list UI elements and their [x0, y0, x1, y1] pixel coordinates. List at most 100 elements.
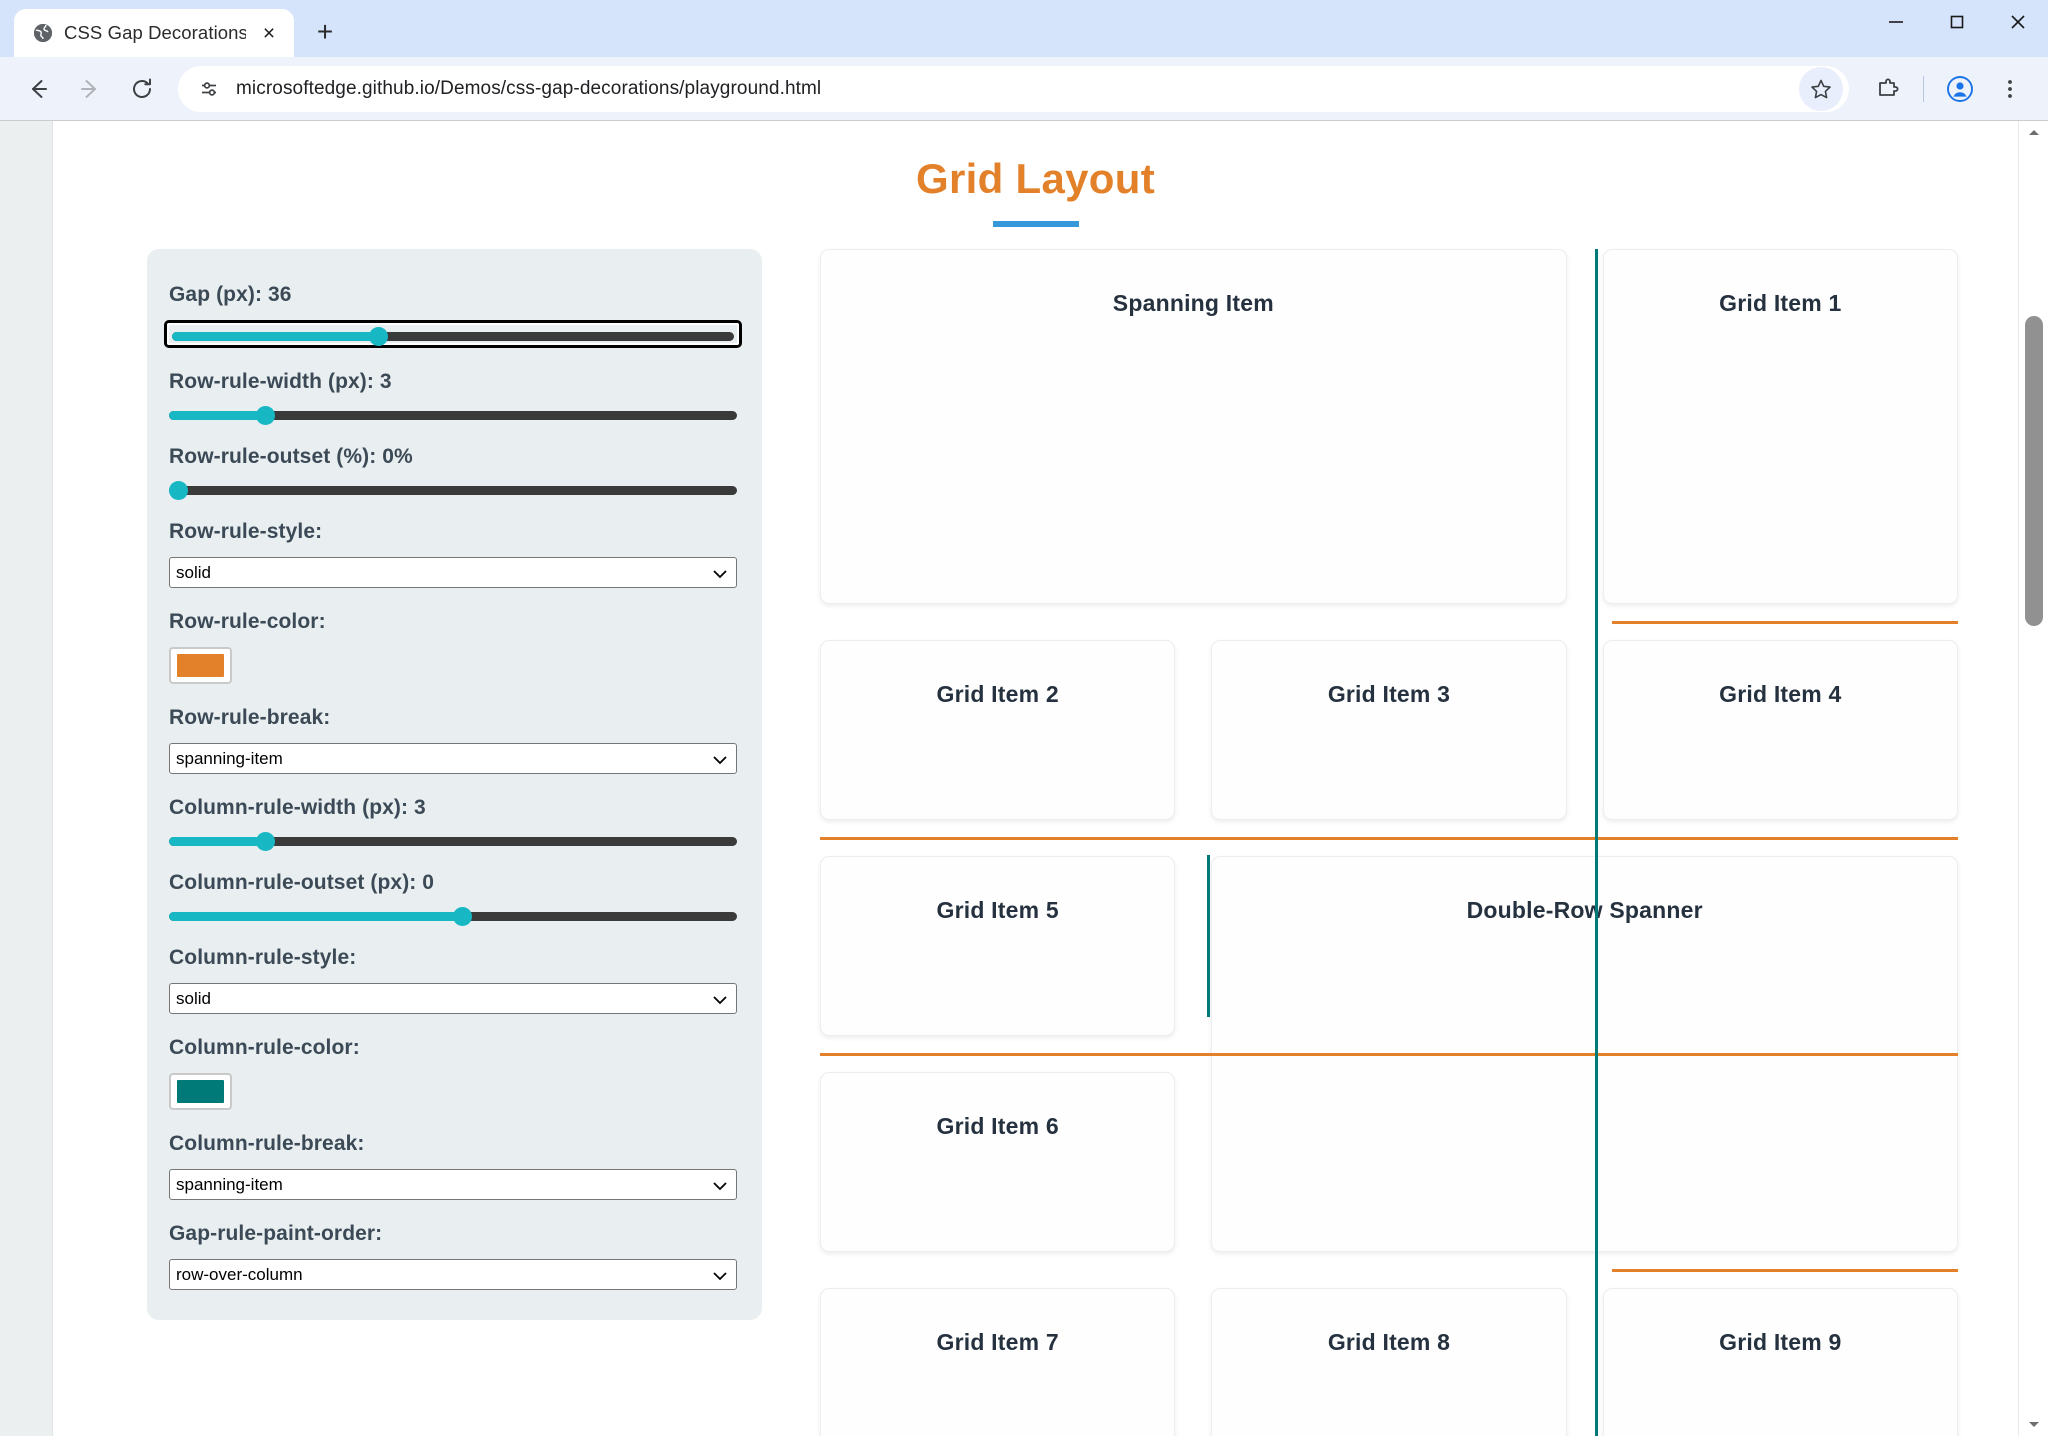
row-rule-width-track — [169, 411, 737, 420]
row-rule-color-picker[interactable] — [169, 647, 232, 684]
column-rule-right-3 — [1595, 1053, 1598, 1436]
column-rule-color-picker[interactable] — [169, 1073, 232, 1110]
row-rule-style-select[interactable]: solid — [169, 557, 737, 588]
row-rule-color-label: Row-rule-color: — [169, 610, 326, 633]
column-rule-outset-label: Column-rule-outset (px): 0 — [169, 871, 435, 894]
minimize-icon[interactable] — [1865, 0, 1926, 44]
row-rule-color-value — [177, 654, 224, 677]
browser-titlebar: CSS Gap Decorations playground × + — [0, 0, 2048, 57]
back-arrow-icon[interactable] — [14, 65, 62, 113]
row-rule-width-fill — [169, 411, 265, 420]
playground-layout: Gap (px): 36 Row-rule-width (px): 3 — [53, 227, 2018, 1436]
column-rule-width-label: Column-rule-width (px): 3 — [169, 796, 426, 819]
demo-grid: Spanning Item Grid Item 1 Grid Item 2 Gr… — [820, 249, 1958, 1436]
control-row-rule-width: Row-rule-width (px): 3 — [169, 370, 740, 425]
page-scrollbar[interactable] — [2018, 121, 2048, 1436]
window-controls — [1865, 0, 2048, 57]
grid-item-9[interactable]: Grid Item 9 — [1602, 1288, 1958, 1436]
grid-item-spanning[interactable]: Spanning Item — [820, 249, 1567, 604]
row-rule-outset-track — [169, 486, 737, 495]
grid-wrapper: Spanning Item Grid Item 1 Grid Item 2 Gr… — [820, 249, 1958, 1436]
scroll-up-arrow[interactable] — [2019, 121, 2048, 143]
tab-title: CSS Gap Decorations playground — [64, 22, 246, 43]
gap-label: Gap (px): 36 — [169, 283, 292, 306]
row-rule-full-2 — [820, 1053, 1958, 1056]
page-title: Grid Layout — [916, 155, 1155, 202]
column-rule-color-label: Column-rule-color: — [169, 1036, 360, 1059]
profile-avatar-icon[interactable] — [1936, 65, 1984, 113]
reload-icon[interactable] — [118, 65, 166, 113]
row-rule-right-col-1 — [1612, 621, 1958, 624]
grid-item-4[interactable]: Grid Item 4 — [1602, 640, 1958, 820]
column-rule-width-slider[interactable] — [169, 832, 737, 851]
grid-item-1[interactable]: Grid Item 1 — [1602, 249, 1958, 604]
row-rule-break-select[interactable]: spanning-item — [169, 743, 737, 774]
row-rule-outset-slider[interactable] — [169, 481, 737, 500]
grid-item-8[interactable]: Grid Item 8 — [1211, 1288, 1567, 1436]
control-column-rule-break: Column-rule-break: spanning-item — [169, 1132, 740, 1200]
column-rule-break-select[interactable]: spanning-item — [169, 1169, 737, 1200]
globe-icon — [32, 22, 54, 44]
forward-arrow-icon[interactable] — [66, 65, 114, 113]
column-rule-right-2 — [1595, 837, 1598, 1053]
gap-slider-fill — [172, 332, 381, 341]
page-content: Grid Layout Gap (px): 36 — [53, 121, 2018, 1436]
column-rule-outset-fill — [169, 912, 462, 921]
site-info-icon[interactable] — [194, 74, 224, 104]
tab-close-icon[interactable]: × — [262, 21, 276, 45]
row-rule-full-1 — [820, 837, 1958, 840]
three-dot-menu-icon[interactable] — [1986, 65, 2034, 113]
control-column-rule-style: Column-rule-style: solid — [169, 946, 740, 1014]
browser-tab[interactable]: CSS Gap Decorations playground × — [14, 9, 294, 57]
toolbar-divider — [1923, 75, 1924, 102]
browser-toolbar: microsoftedge.github.io/Demos/css-gap-de… — [0, 57, 2048, 120]
close-icon[interactable] — [1987, 0, 2048, 44]
grid-item-3[interactable]: Grid Item 3 — [1211, 640, 1567, 820]
gap-rule-paint-order-label: Gap-rule-paint-order: — [169, 1222, 383, 1245]
column-rule-width-thumb[interactable] — [256, 832, 275, 851]
row-rule-outset-thumb[interactable] — [169, 481, 188, 500]
url-text: microsoftedge.github.io/Demos/css-gap-de… — [236, 77, 822, 99]
page-viewport: Grid Layout Gap (px): 36 — [0, 120, 2048, 1436]
control-row-rule-style: Row-rule-style: solid — [169, 520, 740, 588]
column-rule-style-select[interactable]: solid — [169, 983, 737, 1014]
gap-slider-track — [172, 332, 734, 341]
maximize-icon[interactable] — [1926, 0, 1987, 44]
grid-item-2[interactable]: Grid Item 2 — [820, 640, 1176, 820]
row-rule-width-slider[interactable] — [169, 406, 737, 425]
new-tab-button[interactable]: + — [316, 16, 334, 47]
row-rule-width-thumb[interactable] — [256, 406, 275, 425]
column-rule-width-fill — [169, 837, 265, 846]
controls-panel: Gap (px): 36 Row-rule-width (px): 3 — [147, 249, 762, 1320]
control-column-rule-outset: Column-rule-outset (px): 0 — [169, 871, 740, 926]
toolbar-right-actions — [1863, 65, 2034, 113]
scroll-down-arrow[interactable] — [2019, 1414, 2048, 1436]
gap-rule-paint-order-select[interactable]: row-over-column — [169, 1259, 737, 1290]
row-rule-outset-label: Row-rule-outset (%): 0% — [169, 445, 413, 468]
column-rule-right-1 — [1595, 249, 1598, 837]
row-rule-break-label: Row-rule-break: — [169, 706, 331, 729]
control-row-rule-outset: Row-rule-outset (%): 0% — [169, 445, 740, 500]
column-rule-style-label: Column-rule-style: — [169, 946, 357, 969]
extensions-puzzle-icon[interactable] — [1863, 65, 1911, 113]
scrollbar-thumb[interactable] — [2025, 316, 2043, 626]
gap-slider[interactable] — [164, 320, 742, 348]
row-rule-style-label: Row-rule-style: — [169, 520, 323, 543]
column-rule-outset-slider[interactable] — [169, 907, 737, 926]
gap-slider-thumb[interactable] — [369, 327, 388, 346]
column-rule-break-label: Column-rule-break: — [169, 1132, 365, 1155]
control-column-rule-width: Column-rule-width (px): 3 — [169, 796, 740, 851]
column-rule-mid-1 — [1207, 855, 1210, 1017]
grid-item-6[interactable]: Grid Item 6 — [820, 1072, 1176, 1252]
control-gap-rule-paint-order: Gap-rule-paint-order: row-over-column — [169, 1222, 740, 1290]
column-rule-outset-thumb[interactable] — [453, 907, 472, 926]
control-row-rule-color: Row-rule-color: — [169, 610, 740, 684]
row-rule-width-label: Row-rule-width (px): 3 — [169, 370, 392, 393]
column-rule-width-track — [169, 837, 737, 846]
grid-item-7[interactable]: Grid Item 7 — [820, 1288, 1176, 1436]
grid-item-5[interactable]: Grid Item 5 — [820, 856, 1176, 1036]
address-bar[interactable]: microsoftedge.github.io/Demos/css-gap-de… — [178, 65, 1849, 112]
tab-strip: CSS Gap Decorations playground × + — [0, 0, 1865, 57]
star-icon[interactable] — [1799, 66, 1843, 111]
